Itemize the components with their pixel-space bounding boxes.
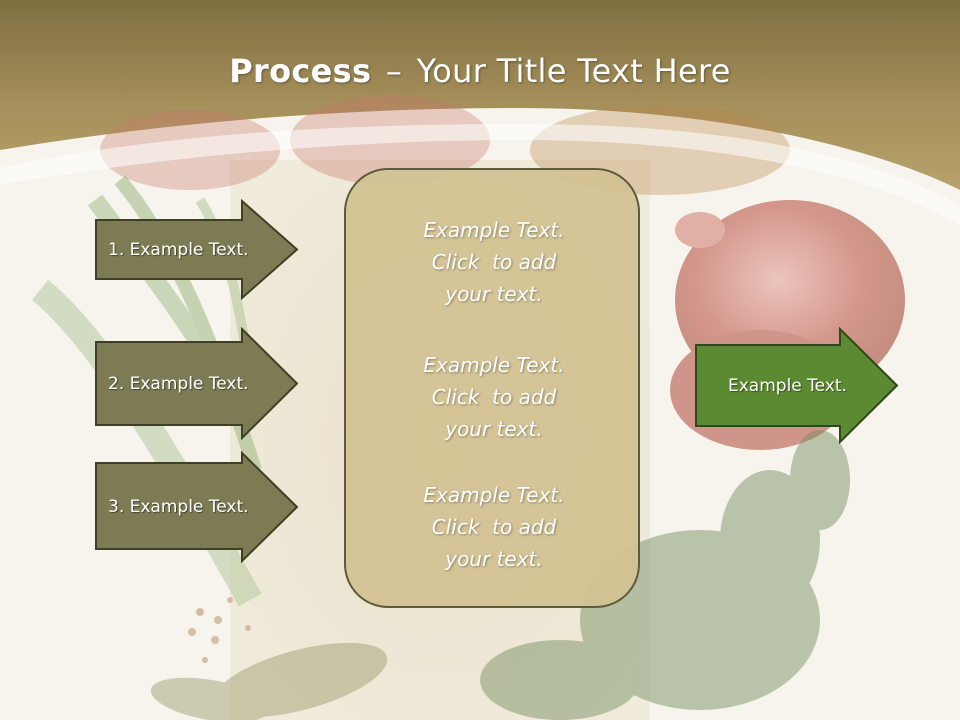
result-label: Example Text. [728,375,847,396]
step-label-3: 3. Example Text. [108,497,249,517]
arrow-right-shape [95,451,299,563]
step-arrow-2[interactable]: 2. Example Text. [94,327,300,440]
center-item-2: Example Text. Click to add your text. [346,349,642,445]
step-label-1: 1. Example Text. [108,239,249,260]
arrow-right-shape [95,327,299,440]
center-item-3: Example Text. Click to add your text. [346,479,642,575]
step-label-2: 2. Example Text. [108,373,249,394]
center-item-line: your text. [445,417,543,441]
center-item-line: Click to add [431,515,557,539]
arrow-right-shape [95,199,299,300]
arrow-right-shape [695,327,899,444]
slide-title[interactable]: Process – Your Title Text Here [0,52,960,90]
result-arrow[interactable]: Example Text. [694,327,900,444]
center-item-line: Example Text. [423,218,565,242]
title-bold: Process [229,52,372,90]
center-text-box[interactable]: Example Text. Click to add your text. Ex… [344,168,640,608]
title-text: Your Title Text Here [416,52,731,90]
center-item-line: your text. [445,547,543,571]
center-item-line: Click to add [431,385,557,409]
center-item-1: Example Text. Click to add your text. [346,214,642,310]
title-separator: – [385,52,403,90]
center-item-line: your text. [445,282,543,306]
center-item-line: Click to add [431,250,557,274]
center-item-line: Example Text. [423,353,565,377]
step-arrow-3[interactable]: 3. Example Text. [94,451,300,563]
step-arrow-1[interactable]: 1. Example Text. [94,199,300,300]
center-item-line: Example Text. [423,483,565,507]
